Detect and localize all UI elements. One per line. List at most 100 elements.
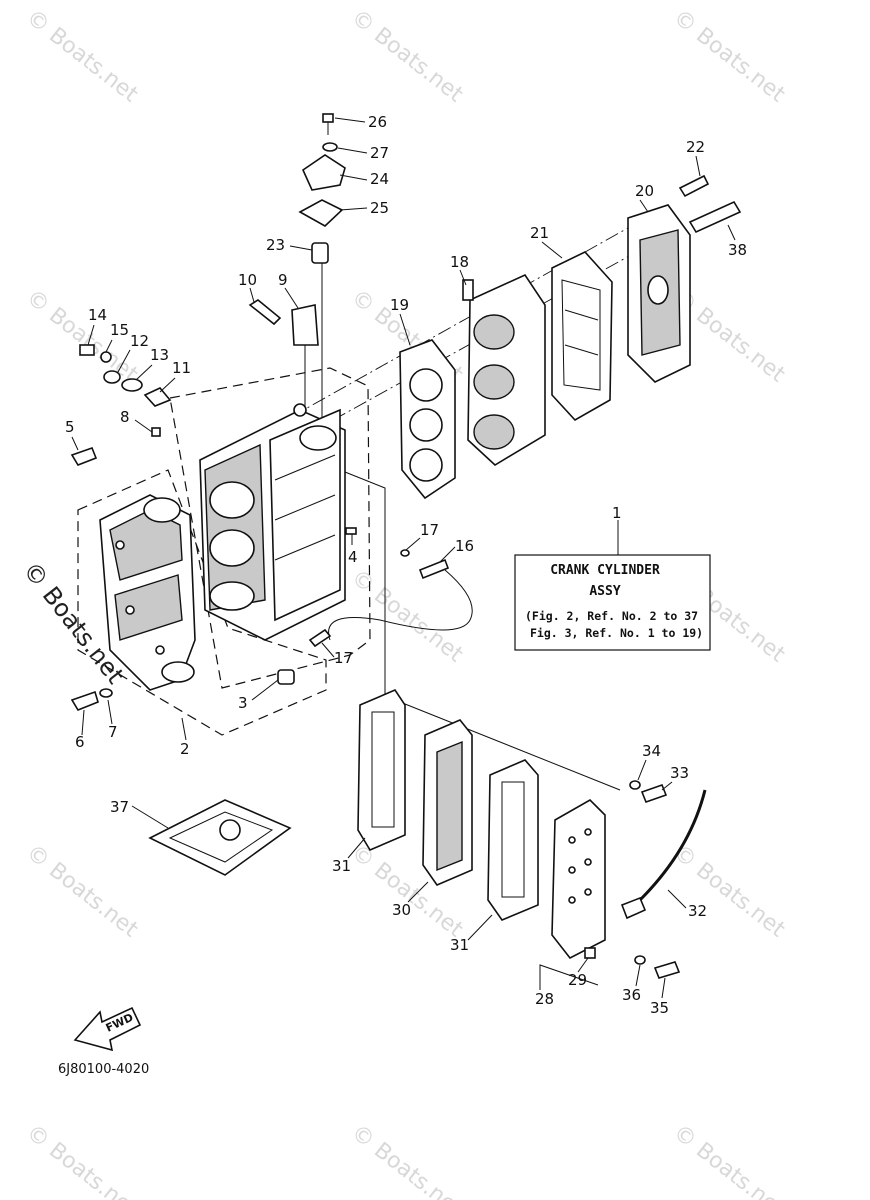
title-box-line4: Fig. 3, Ref. No. 1 to 19)	[530, 626, 703, 640]
callout-27: 27	[370, 144, 389, 162]
callout-14: 14	[88, 306, 107, 324]
cylinder-assembly-outline	[169, 367, 371, 689]
watermark: © Boats.net	[668, 1120, 789, 1200]
head-gasket-part	[551, 251, 613, 422]
callout-18: 18	[450, 253, 469, 271]
callout-6: 6	[75, 733, 85, 751]
leader-line	[251, 679, 279, 701]
callout-11: 11	[172, 359, 191, 377]
leader-line	[334, 117, 366, 123]
leader-line	[661, 977, 666, 999]
leader-line	[71, 436, 79, 451]
callout-15: 15	[110, 321, 129, 339]
leader-line	[399, 313, 411, 346]
leader-line	[467, 914, 493, 941]
leader-line	[661, 781, 673, 791]
leader-line	[407, 881, 429, 903]
callout-19: 19	[390, 296, 409, 314]
leader-line	[159, 377, 176, 393]
crankcase-part	[99, 494, 196, 691]
callout-28: 28	[535, 990, 554, 1008]
callout-35: 35	[650, 999, 669, 1017]
callout-9: 9	[278, 271, 288, 289]
diagram-code: 6J80100-4020	[58, 1062, 149, 1077]
cylinder-head-part	[462, 273, 546, 466]
callout-24: 24	[370, 170, 389, 188]
watermark: © Boats.net	[21, 840, 142, 943]
fin-line	[274, 534, 336, 561]
leader-line	[577, 957, 589, 973]
callout-26: 26	[368, 113, 387, 131]
callout-5: 5	[65, 418, 75, 436]
callout-20: 20	[635, 182, 654, 200]
leader-line	[635, 964, 641, 987]
callout-17a: 17	[420, 521, 439, 539]
leader-line	[339, 174, 368, 181]
callout-12: 12	[130, 332, 149, 350]
callout-4: 4	[348, 548, 358, 566]
watermark: © Boats.net	[346, 5, 467, 108]
callouts: 1 2 3 4 5 6 7 8 9 10 11 12 13 14 15 16 1…	[65, 113, 747, 1017]
crankcase-assembly-outline	[77, 469, 327, 736]
callout-37: 37	[110, 798, 129, 816]
callout-23: 23	[266, 236, 285, 254]
leader-line	[249, 287, 255, 303]
watermark: © Boats.net	[346, 1120, 467, 1200]
leader-line	[107, 699, 113, 725]
leader-line	[405, 537, 421, 551]
callout-8: 8	[120, 408, 130, 426]
callout-31a: 31	[332, 857, 351, 875]
cylinder-gasket-part	[399, 339, 456, 500]
leader-line	[134, 419, 153, 433]
leader-line	[695, 155, 701, 177]
leader-line	[181, 717, 187, 741]
leader-line	[667, 889, 687, 909]
fin-line	[274, 454, 336, 481]
callout-36: 36	[622, 986, 641, 1004]
leader-line	[339, 207, 368, 211]
callout-1: 1	[612, 504, 622, 522]
callout-38: 38	[728, 241, 747, 259]
leader-line	[339, 469, 386, 700]
assembly-outlines	[77, 209, 661, 791]
callout-2: 2	[180, 740, 190, 758]
watermark: © Boats.net	[668, 5, 789, 108]
leader-line	[439, 546, 456, 563]
callout-25: 25	[370, 199, 389, 217]
leader-line	[284, 287, 299, 309]
leader-line	[105, 339, 113, 353]
callout-34: 34	[642, 742, 661, 760]
title-box: CRANK CYLINDER ASSY (Fig. 2, Ref. No. 2 …	[514, 520, 711, 651]
callout-7: 7	[108, 723, 118, 741]
title-box-line2: ASSY	[589, 584, 620, 599]
callout-32: 32	[688, 902, 707, 920]
title-box-line1: CRANK CYLINDER	[550, 563, 660, 578]
leader-line	[289, 245, 313, 251]
callout-16: 16	[455, 537, 474, 555]
fin-line	[274, 494, 336, 521]
leader-line	[637, 759, 647, 781]
callout-31b: 31	[450, 936, 469, 954]
leader-line	[81, 709, 85, 736]
title-box-line3: (Fig. 2, Ref. No. 2 to 37	[525, 609, 698, 623]
callout-10: 10	[238, 271, 257, 289]
bottom-gasket-part	[148, 799, 292, 876]
leader-line	[539, 964, 599, 990]
callout-21: 21	[530, 224, 549, 242]
leader-line	[459, 269, 467, 286]
watermark: © Boats.net	[21, 1120, 142, 1200]
leader-line	[394, 699, 621, 791]
head-cover-part	[627, 204, 691, 383]
centerline	[249, 209, 661, 441]
callout-30: 30	[392, 901, 411, 919]
callout-33: 33	[670, 764, 689, 782]
watermark: © Boats.net	[21, 5, 142, 108]
small-parts	[70, 113, 742, 711]
callout-13: 13	[150, 346, 169, 364]
leader-line	[131, 805, 169, 829]
leader-line	[87, 324, 95, 346]
callout-17b: 17	[334, 649, 353, 667]
cylinder-block-part	[199, 403, 346, 641]
callout-3: 3	[238, 694, 248, 712]
